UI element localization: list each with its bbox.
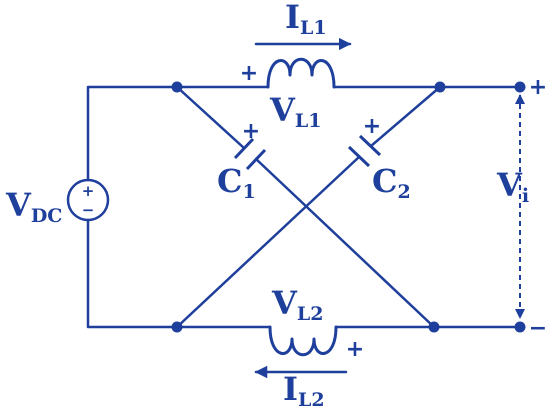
wire-diagonal-c2-upper: [369, 85, 442, 148]
inductor-l2-voltage-sub: L2: [297, 303, 324, 325]
inductor-l2-coil: [268, 325, 338, 357]
wire-diagonal-c1-lower: [254, 157, 436, 329]
inductor-l2-current-label: IL2: [283, 370, 325, 408]
inductor-l1-current-sub: L1: [300, 17, 327, 39]
output-plus-sign: +: [529, 75, 547, 100]
capacitor-c1-label-sub: 1: [242, 181, 255, 203]
dc-source-label-main: V: [5, 186, 32, 224]
inductor-l1-polarity: +: [240, 61, 258, 86]
inductor-l2-voltage-label: VL2: [271, 284, 323, 325]
dc-source-symbol: [66, 178, 110, 222]
wires: [86, 85, 522, 329]
inductor-l1: + IL1 VL1: [240, 0, 352, 132]
inductor-l1-coil: [266, 57, 336, 89]
capacitor-c2-plate-a: [358, 134, 382, 157]
dc-source: + − VDC: [5, 178, 110, 227]
dc-source-minus-sign: −: [82, 201, 95, 219]
inductor-l1-current-label: IL1: [285, 0, 327, 39]
output-voltage-label: Vi: [496, 166, 529, 207]
inductor-l2: + VL2 IL2: [254, 284, 364, 408]
output-terminal-negative: [514, 321, 526, 333]
node-top-right: [434, 81, 446, 93]
capacitor-c1-polarity: +: [242, 119, 260, 144]
wire-diagonal-c1-upper: [175, 85, 246, 150]
wire-diagonal-c2-lower: [175, 155, 361, 329]
inductor-l2-current-main: I: [283, 370, 298, 408]
capacitor-c2-label-main: C: [372, 162, 397, 200]
inductor-l1-voltage-sub: L1: [295, 110, 322, 132]
capacitor-c2-plate-b: [347, 145, 371, 168]
output-minus-sign: −: [529, 316, 547, 341]
capacitor-c2: + C2: [347, 114, 411, 203]
nodes: [171, 81, 526, 333]
dc-source-plus-sign: +: [82, 182, 95, 200]
dc-source-label-sub: DC: [31, 205, 63, 227]
inductor-l2-polarity: +: [346, 337, 364, 362]
inductor-l1-voltage-main: V: [269, 91, 296, 129]
output-voltage-label-sub: i: [522, 185, 529, 207]
capacitor-c1-label: C1: [217, 162, 256, 203]
inductor-l1-current-main: I: [285, 0, 300, 36]
inductor-l2-current-sub: L2: [298, 389, 325, 408]
output-voltage: + − Vi: [496, 75, 547, 341]
node-bottom-right: [428, 321, 440, 333]
output-terminal-positive: [514, 81, 526, 93]
wire-left-bottom: [86, 218, 179, 329]
capacitor-c2-polarity: +: [363, 114, 381, 139]
node-bottom-left: [171, 321, 183, 333]
capacitor-c1-label-main: C: [217, 162, 242, 200]
capacitor-c1: + C1: [217, 119, 267, 203]
capacitor-c2-label-sub: 2: [397, 181, 410, 203]
capacitor-c2-label: C2: [372, 162, 411, 203]
node-top-left: [171, 81, 183, 93]
inductor-l1-voltage-label: VL1: [269, 91, 321, 132]
capacitor-c1-plate-b: [245, 148, 267, 171]
wire-left-top: [86, 85, 179, 182]
dc-source-label: VDC: [5, 186, 62, 227]
inductor-l2-voltage-main: V: [271, 284, 298, 322]
output-voltage-label-main: V: [496, 166, 523, 204]
capacitor-c1-plate-a: [233, 137, 255, 160]
